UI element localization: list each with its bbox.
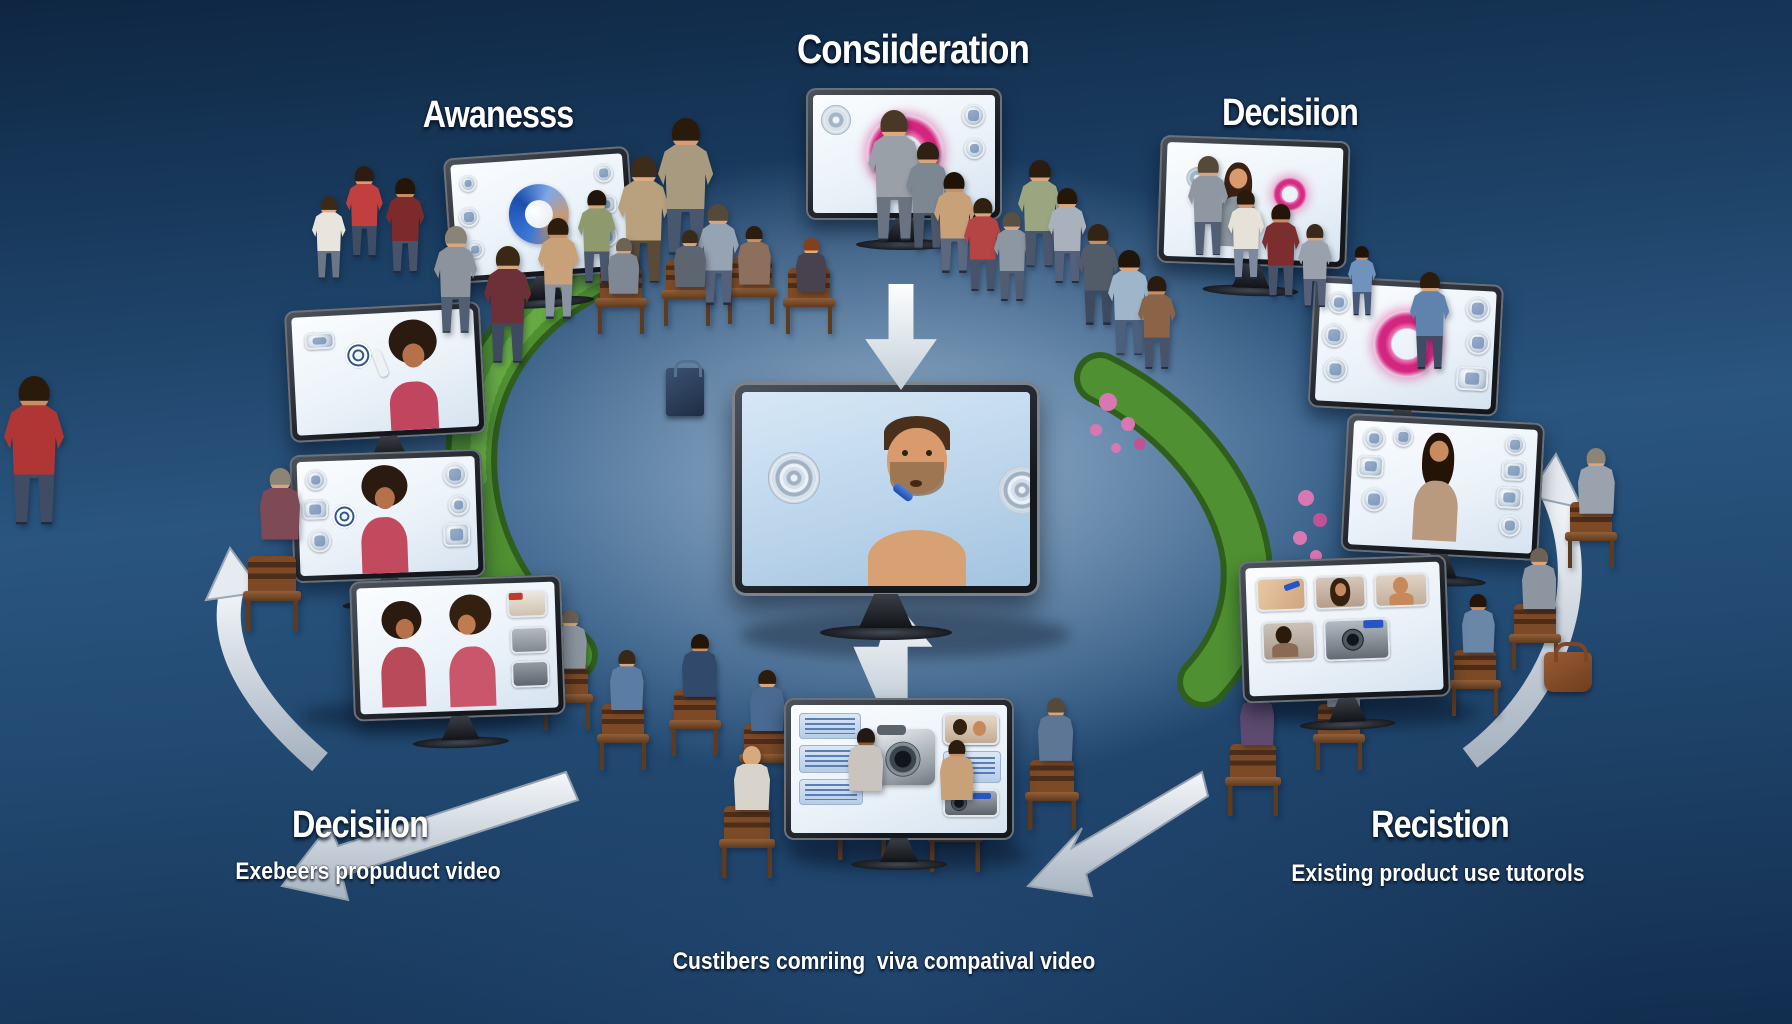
handbag xyxy=(1544,642,1592,692)
doodle-spiral-icon xyxy=(345,342,372,369)
person xyxy=(386,178,424,274)
battery-icon xyxy=(304,331,335,351)
person xyxy=(738,226,771,308)
person xyxy=(848,728,883,816)
feature-icon xyxy=(1357,454,1385,478)
playlist-thumbnail xyxy=(509,625,549,655)
person xyxy=(1038,698,1073,786)
feature-icon xyxy=(304,469,327,491)
video-thumbnail-hand-marker xyxy=(1255,576,1307,613)
feature-icon xyxy=(1501,460,1527,482)
monitor-right-tutorial xyxy=(1238,554,1452,733)
feature-icon xyxy=(593,162,614,184)
feature-icon xyxy=(964,138,985,159)
right-product-screen xyxy=(1314,282,1497,410)
video-thumbnail-man xyxy=(1373,572,1429,608)
right-tutorial-screen xyxy=(1245,561,1444,697)
person xyxy=(750,670,784,756)
playlist-thumbnail xyxy=(510,659,550,689)
person xyxy=(1462,594,1495,676)
shopping-bag xyxy=(666,360,704,416)
person xyxy=(940,740,974,824)
person xyxy=(1188,156,1228,256)
feature-icon xyxy=(442,522,471,548)
bottom-comparison-screen xyxy=(791,705,1007,833)
stage-label-decision-top: Decisiion xyxy=(1222,92,1359,134)
hedge-right xyxy=(1074,352,1327,708)
feature-icon xyxy=(301,499,329,520)
center-hero-screen xyxy=(742,392,1030,586)
person xyxy=(1522,548,1556,634)
feature-icon xyxy=(1322,356,1349,382)
stage-subtitle-decision-bottom: Exebeers propuduct video xyxy=(235,858,501,885)
bottom-left-arrow xyxy=(280,770,580,902)
stage-subtitle-retention: Existing product use tutorols xyxy=(1291,860,1585,887)
stage-label-decision-bottom: Decisiion xyxy=(292,804,429,846)
person xyxy=(796,238,826,314)
person xyxy=(1262,204,1300,298)
stage-label-awareness: Awanesss xyxy=(422,94,574,136)
stage-label-retention: Recistion xyxy=(1371,804,1510,846)
feature-icon xyxy=(1465,330,1491,356)
person xyxy=(538,218,579,320)
feature-icon xyxy=(458,206,480,228)
monitor-center-hero xyxy=(732,382,1040,640)
playlist-thumbnail xyxy=(506,589,548,619)
feature-icon xyxy=(1495,485,1523,510)
doodle-spiral-icon xyxy=(332,504,357,529)
person xyxy=(346,166,383,258)
person xyxy=(260,468,300,568)
swirl-graphic xyxy=(768,452,820,504)
feature-icon xyxy=(442,462,468,488)
person xyxy=(4,376,64,526)
feature-icon xyxy=(1392,426,1414,448)
video-thumbnail-woman xyxy=(1313,574,1367,611)
feature-icon xyxy=(1362,426,1386,450)
person xyxy=(682,634,717,722)
feature-icon xyxy=(307,528,332,553)
person xyxy=(312,196,346,280)
feature-icon xyxy=(1321,322,1347,348)
person xyxy=(1348,246,1376,316)
feature-icon xyxy=(1361,486,1387,513)
feature-icon xyxy=(447,494,470,516)
person xyxy=(1138,276,1176,370)
person xyxy=(674,230,706,310)
feature-icon xyxy=(459,174,478,193)
spiral-icon xyxy=(821,105,851,135)
person xyxy=(484,246,531,364)
feature-icon xyxy=(1498,514,1522,538)
monitor-bottom-comparison xyxy=(784,698,1014,870)
feature-icon xyxy=(962,104,985,127)
left-conversation-screen xyxy=(356,581,559,715)
person xyxy=(734,746,770,836)
monitor-left-conversation xyxy=(349,574,567,751)
bottom-caption: Custibers comriing viva compatival video xyxy=(672,948,1096,975)
feature-icon xyxy=(1504,434,1526,456)
swirl-graphic xyxy=(998,466,1030,514)
bottom-right-arrow xyxy=(1025,770,1210,898)
feature-icon xyxy=(1465,296,1491,322)
flower-cluster xyxy=(1090,393,1327,571)
video-thumbnail-user xyxy=(1261,620,1317,662)
left-review-screen xyxy=(296,455,479,577)
person xyxy=(1578,448,1615,540)
person xyxy=(1410,272,1449,370)
stage-label-consideration: Consiideration xyxy=(796,26,1030,72)
person xyxy=(608,238,639,316)
right-presenter-screen xyxy=(1347,420,1538,554)
feature-icon xyxy=(1455,365,1489,392)
person xyxy=(1298,224,1332,308)
person xyxy=(434,226,477,334)
person xyxy=(610,650,644,734)
person xyxy=(1228,190,1264,280)
video-thumbnail-camera xyxy=(1323,617,1391,662)
